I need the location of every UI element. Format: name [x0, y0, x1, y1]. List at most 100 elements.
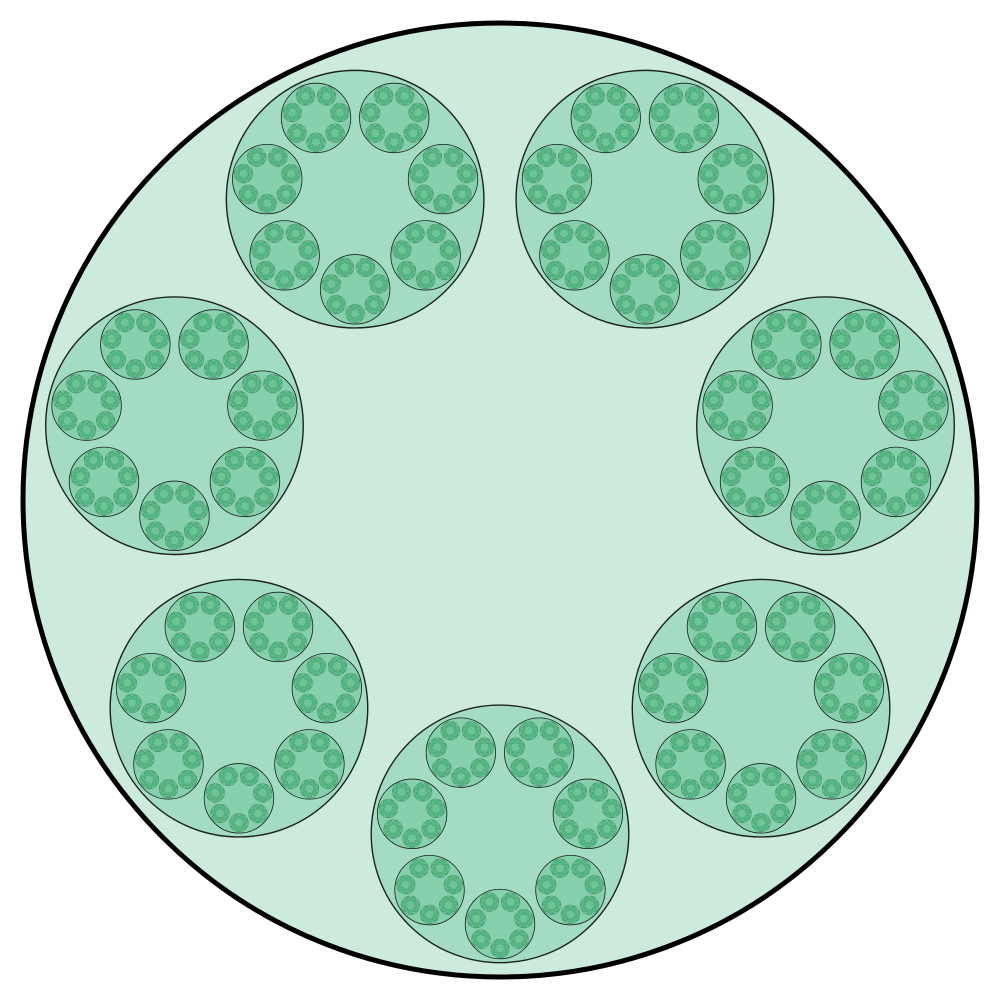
circle-level-4 — [494, 939, 500, 946]
circle-level-4 — [398, 271, 405, 278]
circle-level-4 — [783, 643, 789, 649]
circle-level-4 — [750, 165, 757, 171]
circle-level-4 — [726, 271, 732, 278]
circle-level-4 — [836, 485, 842, 491]
circle-level-4 — [401, 783, 408, 789]
circle-level-4 — [891, 424, 898, 431]
circle-level-4 — [859, 360, 865, 366]
circle-level-4 — [179, 617, 186, 623]
circle-level-4 — [694, 251, 700, 257]
circle-level-4 — [148, 514, 154, 520]
circle-level-4 — [862, 694, 868, 701]
circle-level-4 — [132, 667, 139, 673]
circle-level-4 — [771, 500, 777, 507]
circle-level-4 — [599, 830, 605, 836]
circle-level-4 — [283, 198, 289, 204]
circle-level-4 — [256, 266, 262, 272]
circle-level-4 — [802, 363, 809, 369]
circle-level-4 — [212, 814, 218, 821]
circle-level-4 — [60, 404, 66, 410]
circle-level-4 — [341, 271, 348, 277]
circle-level-4 — [450, 906, 457, 913]
circle-level-4 — [686, 694, 693, 701]
circle-level-4 — [838, 657, 844, 663]
circle-level-4 — [574, 271, 580, 277]
circle-level-4 — [269, 204, 276, 211]
circle-level-4 — [726, 224, 732, 231]
circle-level-4 — [385, 138, 391, 144]
circle-level-4 — [731, 637, 738, 644]
circle-level-4 — [335, 124, 341, 130]
circle-level-4 — [231, 330, 238, 336]
circle-level-4 — [884, 391, 890, 398]
circle-level-4 — [548, 158, 555, 164]
circle-level-4 — [430, 224, 437, 231]
circle-level-4 — [681, 146, 687, 152]
circle-level-4 — [502, 903, 509, 909]
circle-level-4 — [466, 165, 473, 171]
circle-level-4 — [847, 760, 853, 766]
circle-level-4 — [310, 704, 316, 711]
circle-level-4 — [318, 97, 325, 103]
circle-level-4 — [701, 617, 708, 623]
circle-level-4 — [399, 253, 405, 260]
circle-level-4 — [812, 340, 818, 346]
circle-level-4 — [477, 771, 483, 778]
circle-level-4 — [300, 784, 306, 790]
circle-level-4 — [866, 467, 873, 474]
circle-level-4 — [563, 224, 570, 231]
circle-level-4 — [670, 754, 676, 761]
circle-level-4 — [191, 606, 198, 612]
circle-level-4 — [402, 906, 409, 913]
circle-level-4 — [263, 379, 270, 385]
circle-level-4 — [378, 128, 385, 135]
circle-level-4 — [870, 704, 876, 711]
circle-level-4 — [151, 780, 158, 787]
circle-level-4 — [811, 738, 818, 744]
circle-level-4 — [422, 864, 429, 870]
circle-level-4 — [733, 500, 739, 507]
circle-level-4 — [354, 678, 360, 684]
circle-level-4 — [560, 859, 566, 865]
circle-level-4 — [698, 746, 704, 752]
circle-level-4 — [412, 103, 418, 110]
circle-level-4 — [638, 263, 644, 269]
circle-level-4 — [740, 385, 746, 391]
circle-level-4 — [546, 876, 553, 882]
circle-level-4 — [170, 790, 177, 796]
circle-level-4 — [773, 326, 779, 332]
circle-level-4 — [513, 930, 519, 937]
circle-level-4 — [796, 355, 802, 361]
circle-level-4 — [914, 467, 920, 474]
circle-level-4 — [227, 351, 233, 357]
circle-level-4 — [687, 266, 693, 272]
circle-level-4 — [711, 762, 718, 769]
circle-level-4 — [769, 361, 776, 367]
circle-level-4 — [778, 323, 784, 330]
circle-level-4 — [253, 788, 259, 795]
circle-level-4 — [833, 790, 840, 796]
circle-level-4 — [194, 642, 200, 649]
circle-level-4 — [431, 915, 438, 922]
circle-level-4 — [843, 340, 849, 346]
circle-level-4 — [796, 501, 802, 508]
circle-level-4 — [652, 113, 658, 120]
circle-level-4 — [414, 190, 421, 196]
circle-level-4 — [404, 896, 411, 903]
circle-level-4 — [849, 501, 855, 508]
circle-level-4 — [388, 133, 395, 140]
circle-level-4 — [800, 522, 807, 528]
circle-level-4 — [514, 914, 521, 920]
circle-level-4 — [800, 318, 807, 324]
circle-level-4 — [731, 251, 737, 257]
circle-level-4 — [299, 134, 305, 140]
circle-level-4 — [98, 497, 104, 504]
circle-level-4 — [422, 283, 429, 289]
circle-level-4 — [181, 770, 188, 777]
circle-level-4 — [300, 274, 307, 280]
circle-level-4 — [651, 108, 657, 114]
circle-level-4 — [669, 760, 675, 766]
circle-level-4 — [510, 893, 517, 899]
circle-level-4 — [569, 158, 576, 164]
circle-level-4 — [227, 617, 233, 623]
